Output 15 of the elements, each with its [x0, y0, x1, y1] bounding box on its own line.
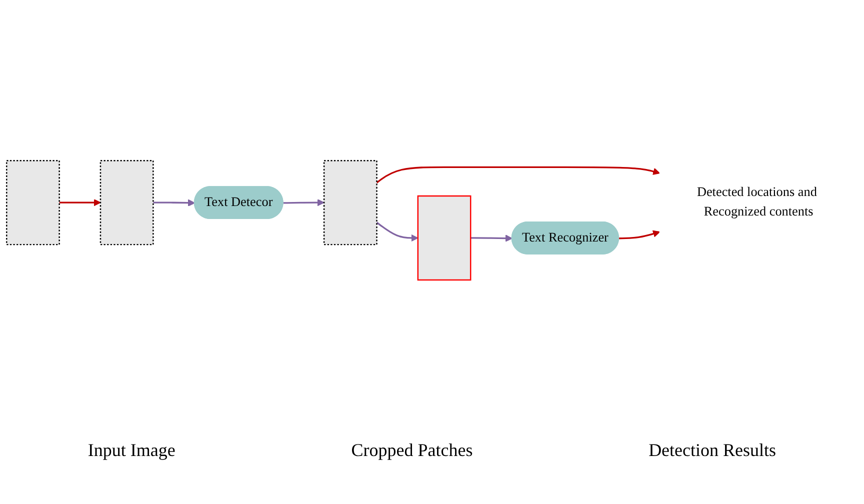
arrow	[470, 234, 512, 242]
node-box	[100, 160, 154, 245]
node-box	[6, 160, 60, 245]
node-box	[323, 160, 378, 245]
node-text: Detected locations and Recognized contents	[696, 185, 817, 219]
arrow	[619, 230, 660, 239]
caption-label: Input Image	[88, 440, 176, 461]
caption-label: Cropped Patches	[351, 440, 473, 461]
arrow	[59, 198, 101, 206]
arrow	[153, 198, 196, 206]
arrow	[283, 198, 324, 206]
arrow	[376, 222, 418, 242]
arrow	[376, 166, 660, 184]
node-box	[417, 195, 472, 280]
caption-label: Detection Results	[648, 440, 776, 461]
